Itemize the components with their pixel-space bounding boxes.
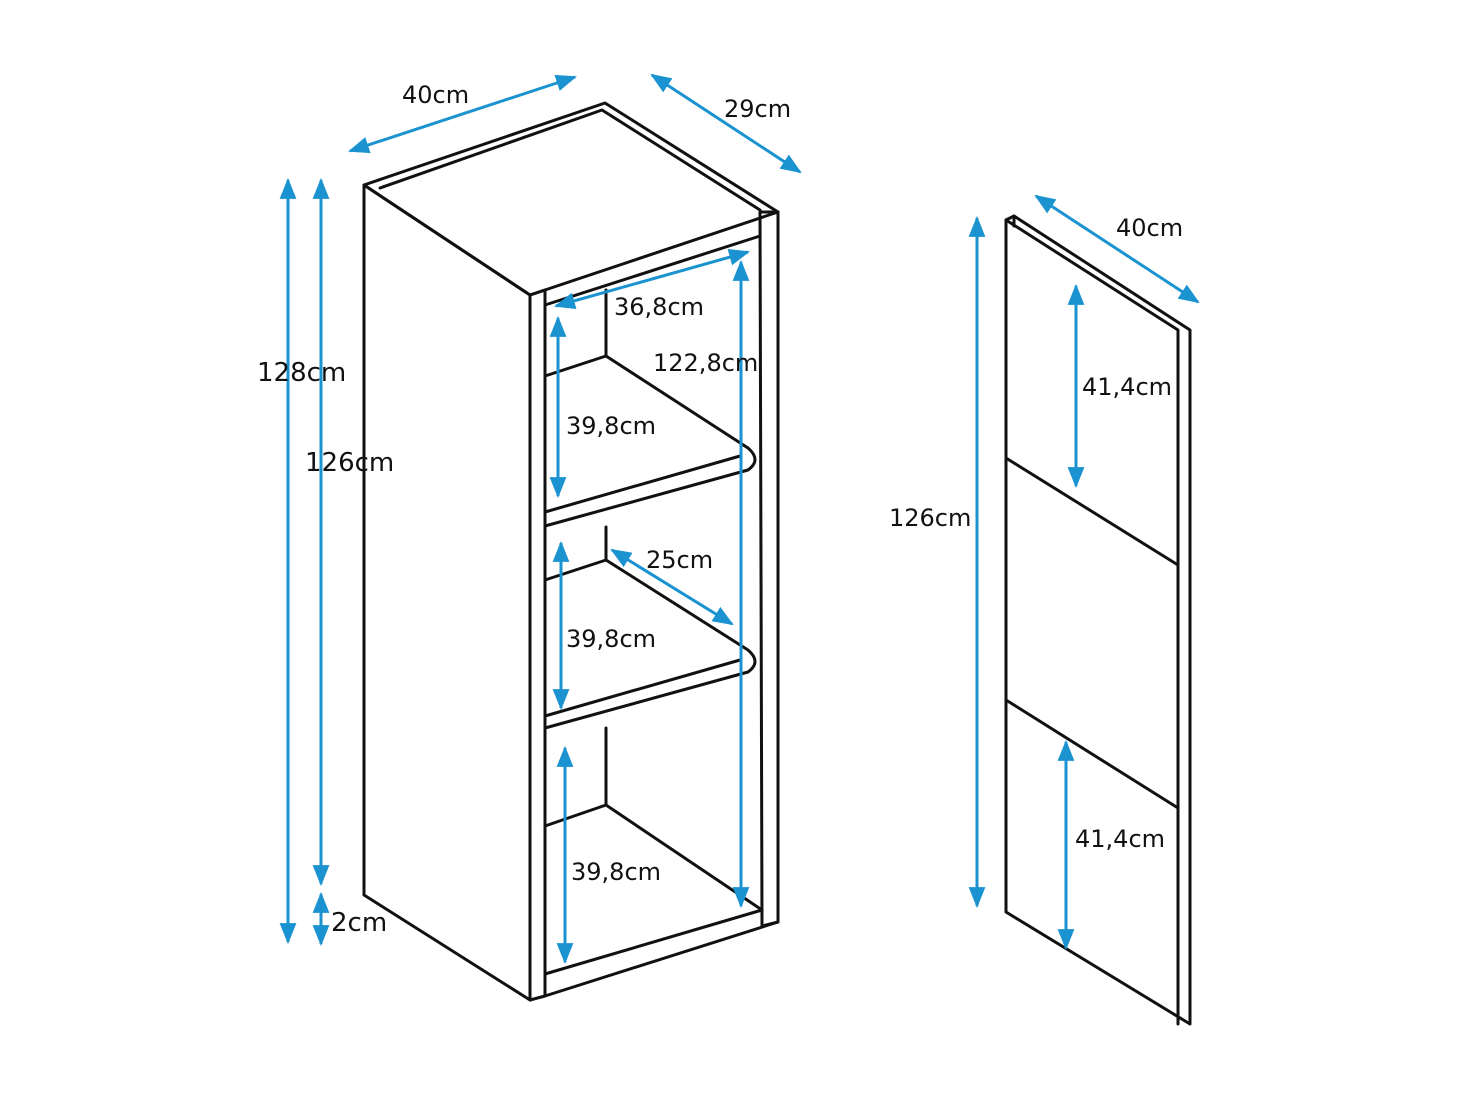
shelf-1-edge (543, 454, 742, 514)
label-inner-height: 122,8cm (653, 349, 758, 377)
cabinet-top-panel (362, 101, 780, 297)
arrow-cabinet-depth (650, 73, 802, 174)
cabinet-right-side (758, 210, 780, 928)
cabinet-top-edge (378, 108, 762, 212)
shelf-1 (543, 354, 757, 528)
dimension-labels: 40cm 29cm 128cm 126cm 2cm 36,8cm 122,8cm… (257, 81, 1183, 938)
cabinet-bottom-inner (543, 908, 764, 976)
label-door-lower-panel: 41,4cm (1075, 825, 1165, 853)
label-compartment-2: 39,8cm (566, 625, 656, 653)
cabinet-side-panel (362, 183, 532, 1002)
label-compartment-3: 39,8cm (571, 858, 661, 886)
arrow-inner-width (553, 249, 751, 309)
arrow-cabinet-width (348, 74, 577, 154)
label-compartment-1: 39,8cm (566, 412, 656, 440)
arrow-door-width (1034, 194, 1200, 304)
label-cabinet-depth: 29cm (724, 95, 791, 123)
label-gap: 2cm (331, 908, 387, 938)
label-shelf-depth: 25cm (646, 546, 713, 574)
door-drawing (1004, 214, 1192, 1026)
dimension-arrows (279, 73, 1200, 965)
label-inner-width: 36,8cm (614, 293, 704, 321)
label-door-height: 126cm (889, 504, 971, 532)
arrow-shelf-depth (610, 548, 734, 626)
label-total-height: 128cm (257, 358, 346, 388)
label-body-height: 126cm (305, 448, 394, 478)
door-divider-lower (1004, 698, 1180, 810)
door-divider-upper (1004, 456, 1180, 567)
label-door-width: 40cm (1116, 214, 1183, 242)
cabinet-front-frame (528, 288, 547, 1002)
door-front-edge (1004, 214, 1180, 1026)
door-panel (1004, 214, 1192, 1026)
shelf-2-edge (543, 658, 742, 718)
label-cabinet-width: 40cm (402, 81, 469, 109)
cabinet-bottom-edge (543, 920, 780, 998)
label-door-upper-panel: 41,4cm (1082, 373, 1172, 401)
